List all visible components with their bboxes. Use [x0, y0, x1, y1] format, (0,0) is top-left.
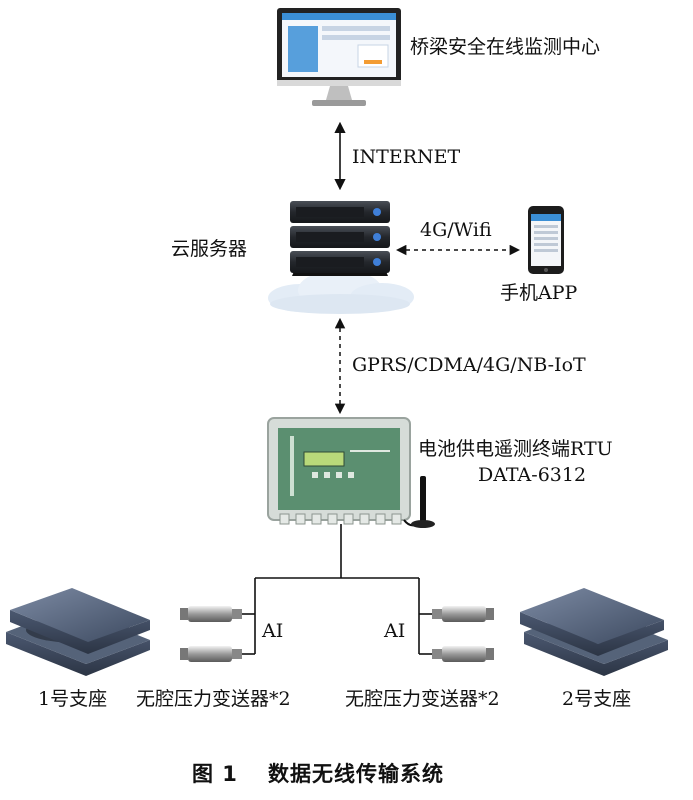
- network-protocols-label: GPRS/CDMA/4G/NB-IoT: [352, 354, 586, 376]
- figure-title: 数据无线传输系统: [268, 762, 444, 786]
- monitor-center-label: 桥梁安全在线监测中心: [410, 36, 601, 58]
- rtu-label: 电池供电遥测终端RTU: [418, 438, 613, 460]
- wifi-label: 4G/Wifi: [420, 219, 492, 241]
- rtu-model-label: DATA-6312: [478, 464, 587, 486]
- mobile-app-label: 手机APP: [500, 282, 578, 304]
- transmitter-left-label: 无腔压力变送器*2: [136, 688, 291, 710]
- phone-icon: [528, 206, 564, 274]
- pressure-transmitter-right-top: [432, 606, 494, 622]
- pressure-transmitter-left-bottom: [180, 646, 242, 662]
- pressure-transmitter-right-bottom: [432, 646, 494, 662]
- antenna-icon: [403, 476, 435, 528]
- bearing-1-icon: [6, 588, 150, 676]
- ai-left-label: AI: [262, 620, 284, 642]
- bearing-2-icon: [520, 588, 668, 676]
- ai-right-label: AI: [384, 620, 406, 642]
- figure-number: 图 1: [192, 762, 238, 786]
- bearing-2-label: 2号支座: [562, 688, 632, 710]
- cloud-icon: [268, 270, 414, 314]
- pressure-transmitter-left-top: [180, 606, 242, 622]
- monitor-icon: [277, 8, 401, 106]
- rtu-device-icon: [267, 417, 411, 525]
- cloud-server-label: 云服务器: [171, 238, 248, 260]
- wiring: [242, 524, 432, 655]
- internet-label: INTERNET: [352, 146, 461, 168]
- server-icon: [290, 201, 390, 276]
- bearing-1-label: 1号支座: [38, 688, 108, 710]
- transmitter-right-label: 无腔压力变送器*2: [345, 688, 500, 710]
